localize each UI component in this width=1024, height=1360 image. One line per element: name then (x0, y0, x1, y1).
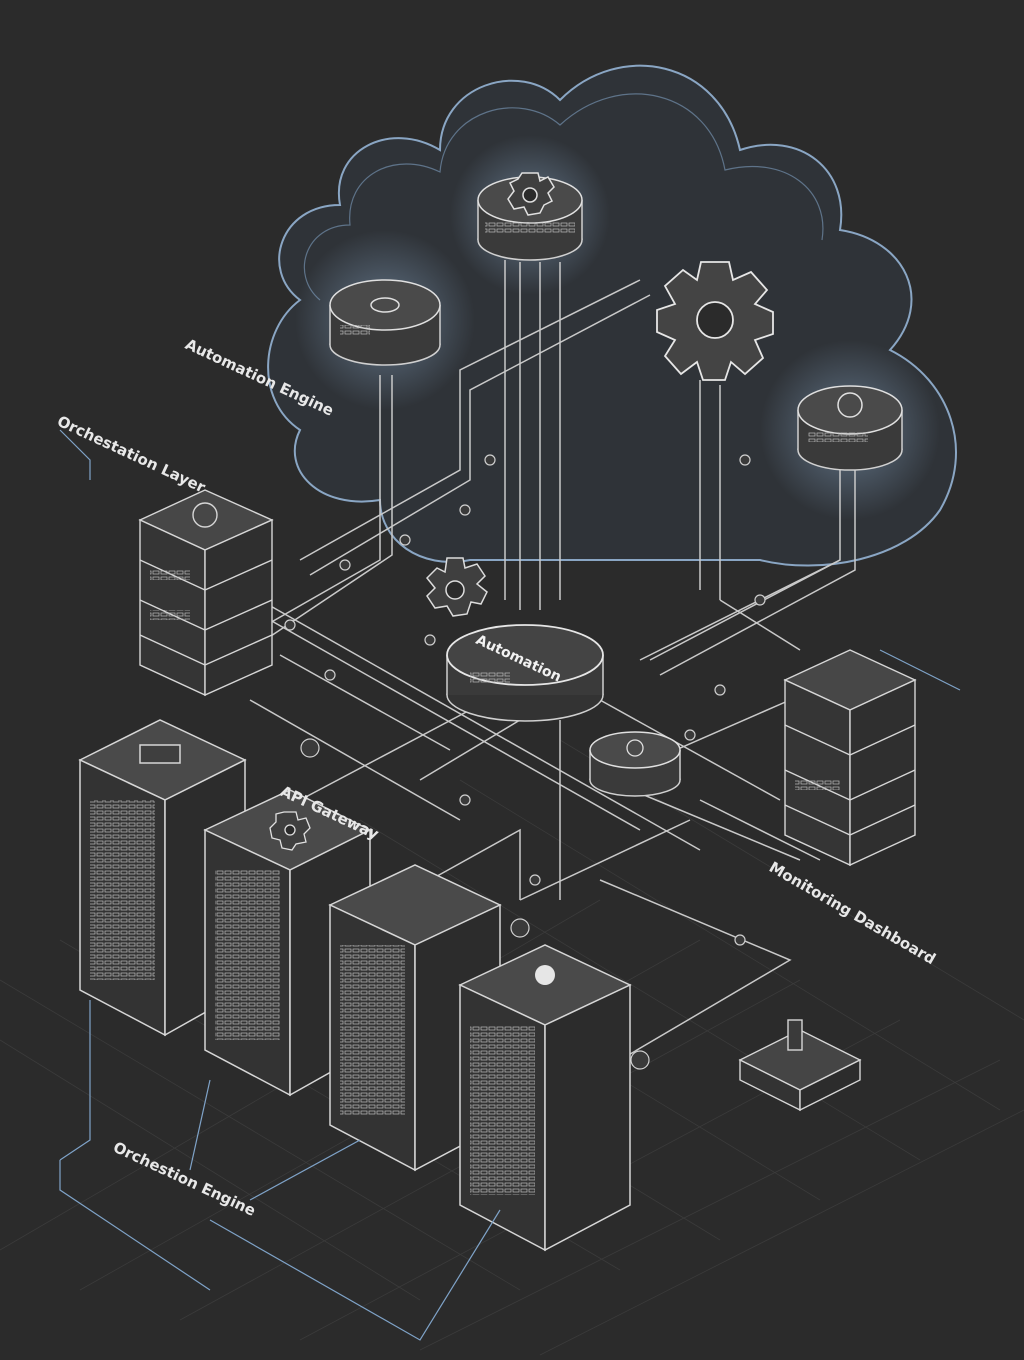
server-rack-4 (460, 945, 630, 1250)
automation-hub (447, 625, 603, 721)
database-node-right (798, 386, 902, 470)
gear-icon (657, 262, 773, 380)
orchestration-layer-stack (140, 490, 272, 695)
secondary-hub (590, 732, 680, 796)
database-node-left (330, 280, 440, 365)
monitoring-stack (785, 650, 915, 865)
device-icon (740, 1020, 860, 1110)
gear-icon (427, 558, 487, 616)
